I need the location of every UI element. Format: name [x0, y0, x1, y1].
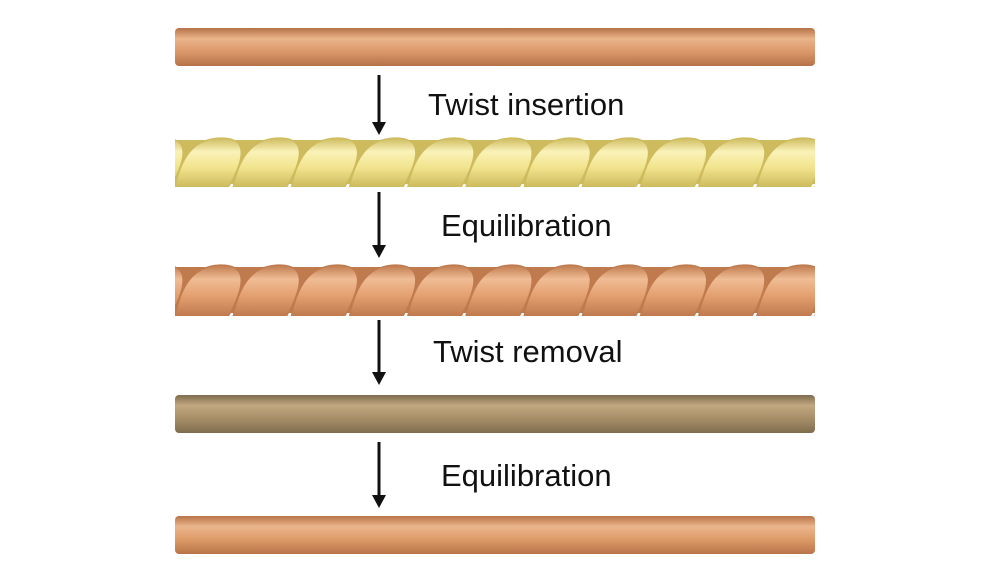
arrow-layer — [372, 75, 386, 508]
fiber-untwisted — [175, 395, 815, 433]
fiber-final-straight — [175, 516, 815, 554]
step-label-equilibration-1: Equilibration — [441, 208, 612, 243]
step-label-twist-insertion: Twist insertion — [428, 87, 624, 122]
step-label-equilibration-2: Equilibration — [441, 458, 612, 493]
fiber-layer — [175, 28, 815, 554]
step-arrow-3 — [372, 320, 386, 385]
fiber-initial-straight — [175, 28, 815, 66]
step-arrow-2 — [372, 192, 386, 258]
step-label-twist-removal: Twist removal — [433, 334, 622, 369]
step-arrow-1 — [372, 75, 386, 135]
fiber-twisted — [175, 137, 815, 187]
step-arrow-4 — [372, 442, 386, 508]
label-layer: Twist insertion Equilibration Twist remo… — [428, 87, 624, 493]
fiber-twisted-equilibrated — [175, 264, 815, 316]
